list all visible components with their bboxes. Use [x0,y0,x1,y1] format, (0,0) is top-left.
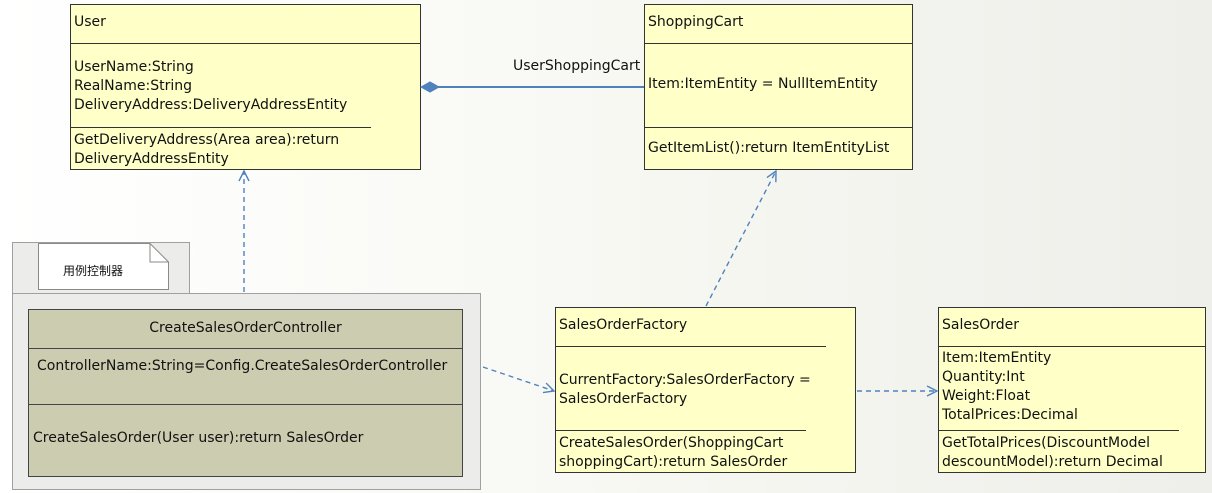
class-sales-order-attributes: Item:ItemEntity Quantity:Int Weight:Floa… [939,346,1205,430]
class-sales-order-factory-attribute: CurrentFactory:SalesOrderFactory = Sales… [556,346,826,430]
class-sales-order-method: GetTotalPrices(DiscountModel descountMod… [939,430,1179,472]
class-user[interactable]: User UserName:String RealName:String Del… [70,4,421,170]
class-shopping-cart-method: GetItemList():return ItemEntityList [645,127,912,169]
class-sales-order[interactable]: SalesOrder Item:ItemEntity Quantity:Int … [938,307,1206,473]
class-sales-order-name: SalesOrder [942,317,1020,333]
class-user-name: User [74,14,106,30]
composition-link[interactable] [419,81,644,93]
class-controller-name: CreateSalesOrderController [149,320,342,336]
class-shopping-cart-attributes: Item:ItemEntity = NullItemEntity [645,43,912,127]
class-user-method: GetDeliveryAddress(Area area):return Del… [71,127,371,169]
class-user-attributes: UserName:String RealName:String Delivery… [71,43,420,127]
dependency-controller-factory[interactable] [482,366,554,391]
class-sales-order-factory-method: CreateSalesOrder(ShoppingCart shoppingCa… [556,430,806,472]
class-user-attr: RealName:String [74,78,192,94]
class-shopping-cart[interactable]: ShoppingCart Item:ItemEntity = NullItemE… [644,4,913,170]
class-shopping-cart-attr: Item:ItemEntity = NullItemEntity [648,76,878,92]
association-label: UserShoppingCart [513,58,641,74]
class-sales-order-factory-name: SalesOrderFactory [559,317,688,333]
class-sales-order-attr: Item:ItemEntity [942,350,1052,366]
dependency-factory-cart[interactable] [705,171,776,307]
class-shopping-cart-name: ShoppingCart [648,14,744,30]
class-user-attr: UserName:String [74,59,194,75]
class-controller[interactable]: CreateSalesOrderController ControllerNam… [28,309,463,477]
class-sales-order-attr: Quantity:Int [942,369,1025,385]
class-sales-order-factory[interactable]: SalesOrderFactory CurrentFactory:SalesOr… [555,307,856,473]
class-sales-order-attr: TotalPrices:Decimal [942,407,1078,423]
class-controller-method: CreateSalesOrder(User user):return Sales… [29,404,462,476]
class-sales-order-attr: Weight:Float [942,388,1031,404]
note-icon [38,243,169,290]
class-user-attr: DeliveryAddress:DeliveryAddressEntity [74,97,348,113]
class-controller-attribute: ControllerName:String=Config.CreateSales… [29,348,462,404]
package-label: 用例控制器 [62,264,123,278]
